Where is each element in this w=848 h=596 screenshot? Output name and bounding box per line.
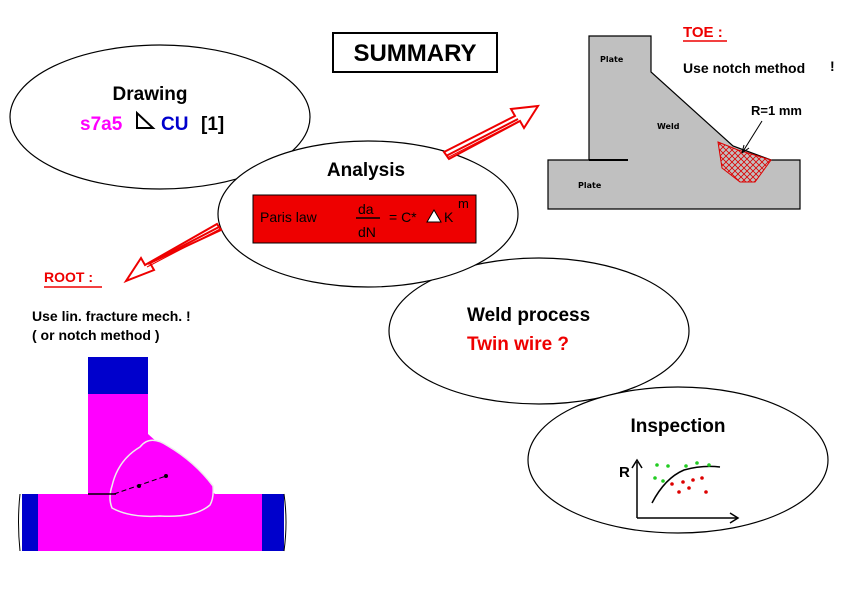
crack-tip-point [164, 474, 168, 478]
drawing-bubble: Drawing s7a5 CU [1] [9, 44, 311, 190]
delta-icon [426, 209, 442, 223]
weld-process-heading: Weld process [467, 305, 590, 326]
red-points [670, 476, 708, 494]
fraction-numerator: da [358, 201, 374, 217]
toe-instruction: Use notch method [683, 60, 805, 76]
stress-intensity-k: K [444, 209, 454, 225]
root-weld-diagram [18, 357, 287, 552]
drawing-code-part1: s7a5 [80, 114, 123, 135]
paris-law-box: Paris law da dN = C* K m [252, 194, 477, 244]
toe-radius-pointer [741, 120, 763, 154]
page-title: SUMMARY [353, 40, 476, 67]
left-break-line [18, 493, 21, 552]
green-points [653, 461, 711, 483]
drawing-code-part2: CU [161, 114, 188, 135]
weld-process-question: Twin wire ? [467, 334, 569, 355]
drawing-reference: [1] [201, 114, 224, 135]
x-axis-arrow-icon [729, 512, 740, 524]
toe-plate-top-label: Plate [600, 55, 624, 64]
root-plate-right-cap [262, 494, 284, 551]
toe-section: TOE : Use notch method ! Plate Weld Plat… [547, 24, 835, 210]
analysis-bubble: Analysis Paris law da dN = C* K m [217, 140, 519, 288]
paris-law-label: Paris law [260, 209, 318, 225]
fillet-weld-symbol-icon [136, 110, 156, 129]
exponent-m: m [458, 196, 469, 211]
toe-radius-label: R=1 mm [751, 103, 802, 118]
toe-exclaim: ! [830, 58, 835, 74]
plot-axis-label: R [619, 464, 630, 481]
toe-notch-mesh [717, 141, 772, 183]
drawing-heading: Drawing [113, 84, 188, 105]
toe-weld-diagram: Plate Weld Plate R=1 mm [547, 35, 802, 210]
toe-weld-label: Weld [657, 122, 680, 131]
toe-plate-bottom-label: Plate [578, 181, 602, 190]
root-line1: Use lin. fracture mech. ! [32, 308, 191, 324]
root-plate-left-cap [22, 494, 38, 551]
equals-c: = C* [389, 209, 417, 225]
toe-label: TOE : [683, 24, 723, 41]
arrow-to-toe-icon [442, 104, 540, 161]
root-fusion-zone [109, 439, 214, 518]
weld-process-bubble: Weld process Twin wire ? [388, 257, 690, 405]
inspection-bubble: Inspection R [527, 386, 829, 534]
root-line2: ( or notch method ) [32, 327, 160, 343]
analysis-heading: Analysis [327, 160, 405, 181]
title-box: SUMMARY [332, 32, 498, 73]
right-break-line [283, 493, 287, 552]
inspection-heading: Inspection [630, 416, 725, 437]
pointer-arrow-icon [741, 144, 750, 154]
root-stiffener-cap [88, 357, 148, 394]
fraction-denominator: dN [358, 224, 376, 240]
inspection-mini-plot: R [619, 458, 740, 524]
root-label: ROOT : [44, 269, 93, 285]
arrow-to-root-icon [123, 222, 223, 284]
crack-point [137, 484, 141, 488]
y-axis-arrow-icon [631, 458, 643, 469]
root-section: ROOT : Use lin. fracture mech. ! ( or no… [18, 269, 287, 552]
